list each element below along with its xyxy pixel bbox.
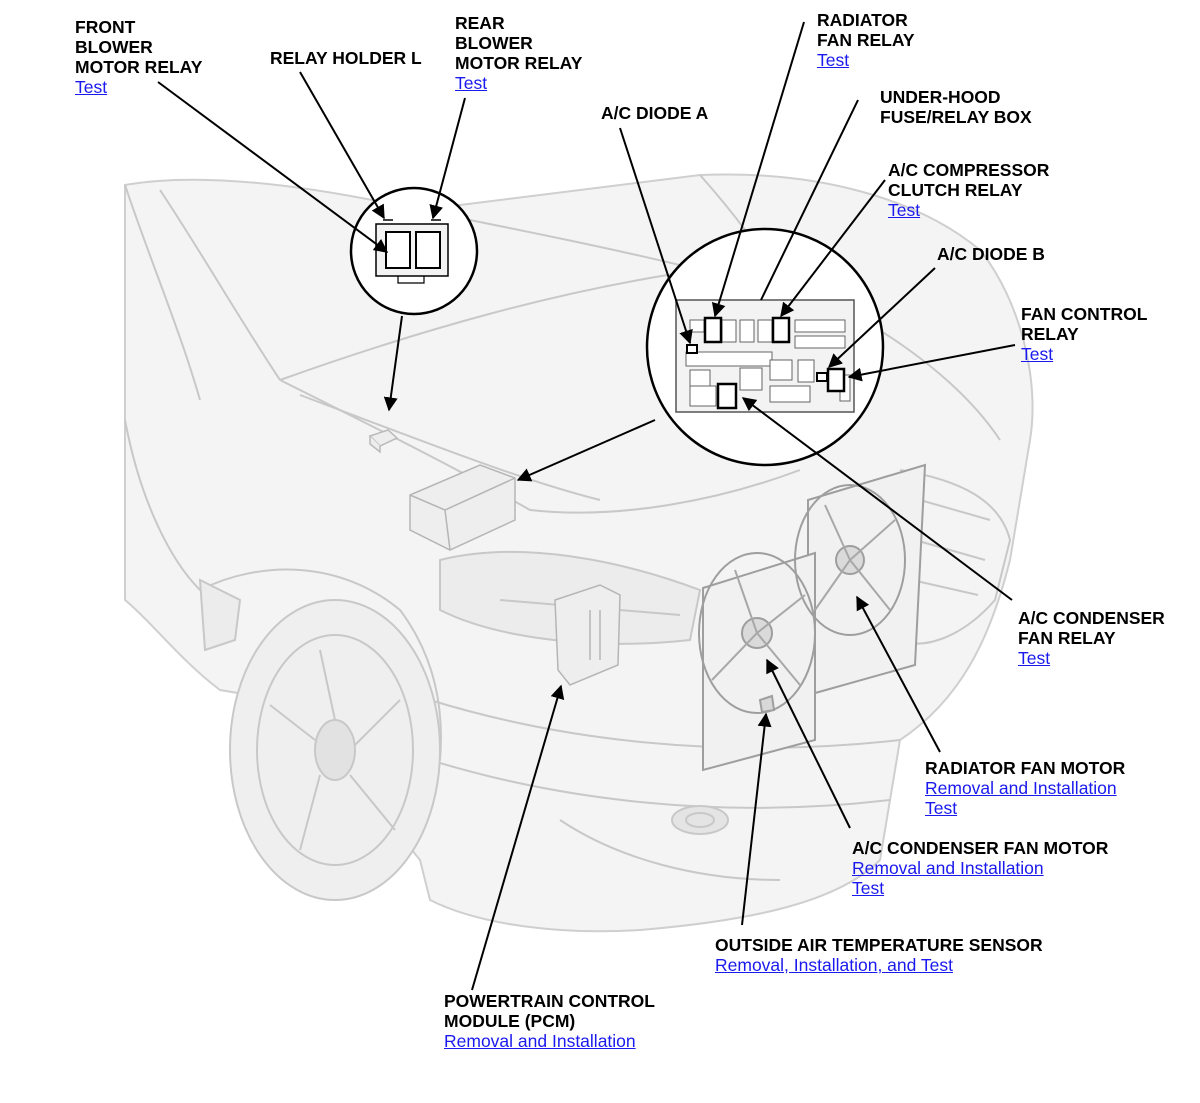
leader-fan-control-relay (847, 344, 1016, 382)
leader-radiator-fan-relay (711, 21, 805, 318)
ac-condenser-fan-motor-title: A/C CONDENSER FAN MOTOR (852, 838, 1109, 858)
radiator-fan-relay-title: RADIATOR FAN RELAY (817, 10, 915, 50)
radiator-fan-motor-title: RADIATOR FAN MOTOR (925, 758, 1126, 778)
callout-radiator-fan-motor: RADIATOR FAN MOTOR Removal and Installat… (925, 758, 1125, 818)
outside-air-temperature-sensor-title: OUTSIDE AIR TEMPERATURE SENSOR (715, 935, 1043, 955)
ac-condenser-fan-motor-test-link[interactable]: Test (852, 878, 885, 898)
ac-condenser-fan-relay-test-link[interactable]: Test (1018, 648, 1051, 668)
leader-box-to-car (516, 419, 656, 482)
leader-rear-blower (429, 97, 466, 220)
callout-rear-blower-motor-relay: REAR BLOWER MOTOR RELAY Test (455, 13, 582, 93)
ac-diode-b-title: A/C DIODE B (937, 244, 1045, 264)
leader-relay-holder-l (299, 71, 385, 220)
callout-ac-diode-b: A/C DIODE B (937, 244, 1045, 264)
leader-ac-condenser-fan-motor (766, 658, 851, 829)
ac-condenser-fan-motor-removal-link[interactable]: Removal and Installation (852, 858, 1044, 878)
pcm-title: POWERTRAIN CONTROL MODULE (PCM) (444, 991, 655, 1031)
leader-ac-condenser-fan-relay (741, 397, 1013, 601)
callout-pcm: POWERTRAIN CONTROL MODULE (PCM) Removal … (444, 991, 655, 1051)
under-hood-fuse-relay-box-title: UNDER-HOOD FUSE/RELAY BOX (880, 87, 1032, 127)
fan-assemblies (698, 463, 927, 772)
callout-outside-air-temperature-sensor: OUTSIDE AIR TEMPERATURE SENSOR Removal, … (715, 935, 1043, 975)
leader-ac-diode-a (619, 127, 693, 345)
fan-control-relay-test-link[interactable]: Test (1021, 344, 1054, 364)
leader-ac-compressor-clutch-relay (780, 179, 886, 318)
front-blower-motor-relay-title: FRONT BLOWER MOTOR RELAY (75, 17, 203, 77)
leader-pcm (471, 684, 565, 991)
callout-ac-condenser-fan-motor: A/C CONDENSER FAN MOTOR Removal and Inst… (852, 838, 1108, 898)
callout-ac-condenser-fan-relay: A/C CONDENSER FAN RELAY Test (1018, 608, 1165, 668)
leader-outside-air-temp (741, 712, 772, 926)
leader-front-blower (157, 81, 389, 253)
front-blower-motor-relay-test-link[interactable]: Test (75, 77, 108, 97)
leader-lines (157, 21, 1016, 991)
callout-under-hood-fuse-relay-box: UNDER-HOOD FUSE/RELAY BOX (880, 87, 1032, 127)
radiator-fan-motor-removal-link[interactable]: Removal and Installation (925, 778, 1117, 798)
leader-under-hood-box (760, 99, 859, 301)
rear-blower-motor-relay-title: REAR BLOWER MOTOR RELAY (455, 13, 583, 73)
leader-holder-to-car (383, 315, 403, 412)
callout-ac-diode-a: A/C DIODE A (601, 103, 708, 123)
radiator-fan-relay-test-link[interactable]: Test (817, 50, 850, 70)
pcm-part (554, 584, 621, 686)
leader-radiator-fan-motor (856, 595, 941, 753)
callout-radiator-fan-relay: RADIATOR FAN RELAY Test (817, 10, 915, 70)
ac-compressor-clutch-relay-title: A/C COMPRESSOR CLUTCH RELAY (888, 160, 1050, 200)
ac-compressor-clutch-relay-test-link[interactable]: Test (888, 200, 921, 220)
front-wheel (229, 599, 441, 901)
relay-holder-l-title: RELAY HOLDER L (270, 48, 422, 68)
leader-ac-diode-b (827, 267, 936, 368)
callout-fan-control-relay: FAN CONTROL RELAY Test (1021, 304, 1147, 364)
outside-air-temperature-sensor-link[interactable]: Removal, Installation, and Test (715, 955, 954, 975)
fuse-box-zoom (645, 227, 885, 467)
under-hood-box-part (409, 464, 516, 551)
rear-blower-motor-relay-test-link[interactable]: Test (455, 73, 488, 93)
radiator-fan-motor-test-link[interactable]: Test (925, 798, 958, 818)
callout-ac-compressor-clutch-relay: A/C COMPRESSOR CLUTCH RELAY Test (888, 160, 1049, 220)
ac-diode-a-title: A/C DIODE A (601, 103, 709, 123)
callout-front-blower-motor-relay: FRONT BLOWER MOTOR RELAY Test (75, 17, 202, 97)
ac-condenser-fan-relay-title: A/C CONDENSER FAN RELAY (1018, 608, 1165, 648)
relay-holder-l-part (368, 429, 399, 454)
fan-control-relay-title: FAN CONTROL RELAY (1021, 304, 1148, 344)
callout-relay-holder-l: RELAY HOLDER L (270, 48, 422, 68)
relay-holder-zoom (349, 186, 479, 316)
pcm-removal-link[interactable]: Removal and Installation (444, 1031, 636, 1051)
